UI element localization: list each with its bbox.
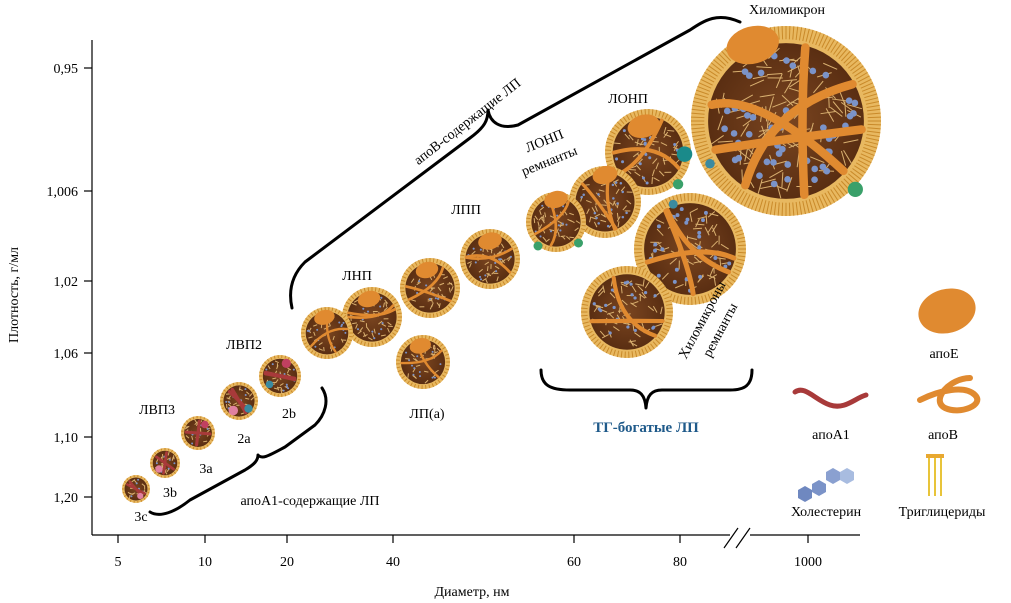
- idl-label: ЛПП: [451, 203, 481, 218]
- apoe-legend-icon: [918, 288, 976, 334]
- apoa1-brace: [148, 386, 328, 516]
- hdl-3a-particle: [181, 415, 215, 451]
- x-axis-title: Диаметр, нм: [435, 585, 510, 600]
- cholesterol-legend-icon: [798, 468, 854, 502]
- cm-remnant-particle-small: [581, 266, 673, 358]
- apoa1-legend-icon: [792, 387, 869, 409]
- apoe-legend-label: апоЕ: [929, 347, 958, 362]
- x-tick-label: 60: [567, 555, 581, 570]
- hdl-2a-particle: [220, 382, 258, 420]
- x-tick-label: 5: [115, 555, 122, 570]
- axes: 0,95 1,006 1,02 1,06 1,10 1,20 5 10 20 4…: [7, 40, 860, 600]
- chylomicron-particle: [691, 25, 881, 216]
- hdl3-label: ЛВП3: [139, 403, 175, 418]
- hdl-2b-label: 2b: [282, 407, 296, 422]
- ldl-particle-2: [301, 307, 353, 359]
- legend: апоЕ апоА1 апоВ Холестерин Триглицериды: [791, 288, 986, 520]
- x-tick-label: 20: [280, 555, 294, 570]
- ldl-particle-1: [342, 287, 402, 347]
- hdl2-label: ЛВП2: [226, 338, 262, 353]
- axis-break-mark: [735, 527, 751, 549]
- cholesterol-legend-label: Холестерин: [791, 505, 862, 520]
- vldl-label: ЛОНП: [608, 92, 648, 107]
- particles: [122, 25, 881, 503]
- cm-remnant-particle-large: [634, 193, 746, 305]
- ldl-label: ЛНП: [342, 269, 372, 284]
- hdl-3b-particle: [150, 448, 180, 478]
- hdl-2a-label: 2a: [237, 432, 251, 447]
- x-tick-label: 80: [673, 555, 687, 570]
- apoa1-group-label: апоА1-содержащие ЛП: [241, 494, 380, 509]
- idl-particle: [460, 229, 520, 289]
- triglycerides-legend-label: Триглицериды: [899, 505, 986, 520]
- hdl-3a-label: 3a: [199, 462, 213, 477]
- x-tick-label: 40: [386, 555, 400, 570]
- hdl-3c-label: 3c: [134, 510, 147, 525]
- y-tick-label: 1,02: [54, 275, 79, 290]
- braces: [148, 16, 754, 516]
- y-tick-label: 1,20: [54, 491, 79, 506]
- ldl-particle-upper: [400, 258, 460, 318]
- apob-brace: [289, 16, 742, 310]
- x-tick-label: 10: [198, 555, 212, 570]
- apob-legend-icon: [917, 375, 981, 414]
- vldl-remnant-particle-1: [569, 165, 641, 238]
- y-tick-label: 0,95: [54, 62, 79, 77]
- tg-rich-brace: [539, 368, 754, 410]
- hdl-3c-particle: [122, 475, 150, 503]
- x-tick-label: 1000: [794, 555, 822, 570]
- apob-legend-label: апоВ: [928, 428, 958, 443]
- triglycerides-legend-icon: [926, 454, 944, 496]
- y-tick-label: 1,06: [54, 347, 79, 362]
- hdl-2b-particle: [259, 355, 301, 397]
- apoa1-legend-label: апоА1: [812, 428, 850, 443]
- y-tick-label: 1,006: [47, 185, 79, 200]
- apob-group-label: апоВ-содержащие ЛП: [412, 76, 525, 169]
- lpa-label: ЛП(а): [409, 407, 444, 422]
- tg-rich-group-label: ТГ-богатые ЛП: [593, 420, 699, 436]
- lpa-particle: [396, 334, 450, 390]
- vldl-remnant-particle-2: [526, 190, 586, 252]
- hdl-3b-label: 3b: [163, 486, 177, 501]
- y-axis-title: Плотность, г/мл: [7, 247, 22, 343]
- y-tick-label: 1,10: [54, 431, 79, 446]
- axis-break-mark: [723, 527, 739, 549]
- chylomicron-label: Хиломикрон: [749, 3, 825, 18]
